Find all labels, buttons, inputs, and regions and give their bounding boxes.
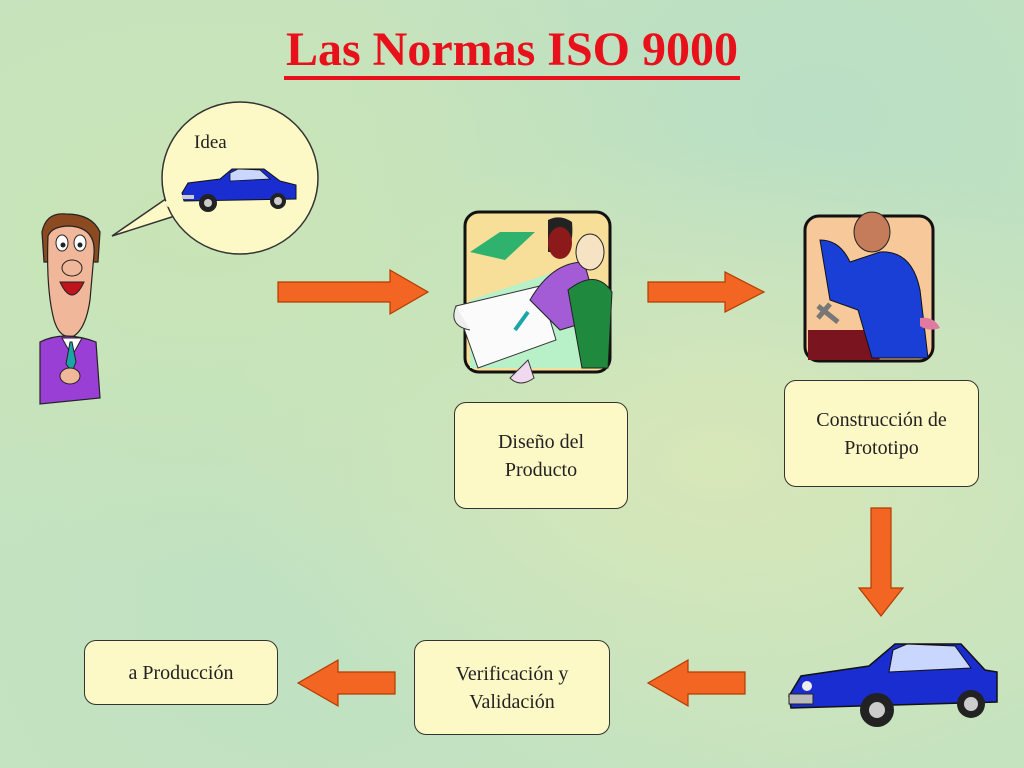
mechanic-illustration xyxy=(803,211,940,363)
box-verificacion: Verificación y Validación xyxy=(414,640,610,735)
bubble-label: Idea xyxy=(194,132,227,153)
arrow-left-1 xyxy=(646,658,746,708)
car-icon xyxy=(181,168,297,212)
arrow-left-2 xyxy=(296,658,396,708)
design-illustration xyxy=(453,210,613,384)
box-produccion: a Producción xyxy=(84,640,278,705)
person-icon xyxy=(39,213,101,405)
slide-title: Las Normas ISO 9000 xyxy=(0,22,1024,80)
arrow-right-1 xyxy=(277,268,430,316)
box-produccion-label: a Producción xyxy=(128,661,234,684)
box-diseno-label: Diseño del Producto xyxy=(497,430,585,481)
box-diseno: Diseño del Producto xyxy=(454,402,628,509)
speech-bubble xyxy=(111,101,319,255)
arrow-right-2 xyxy=(647,271,766,313)
box-verificacion-label: Verificación y Validación xyxy=(455,662,569,713)
box-construccion: Construcción de Prototipo xyxy=(784,380,979,487)
box-construccion-label: Construcción de Prototipo xyxy=(816,408,947,459)
car-icon xyxy=(788,643,998,727)
arrow-down xyxy=(857,507,905,617)
